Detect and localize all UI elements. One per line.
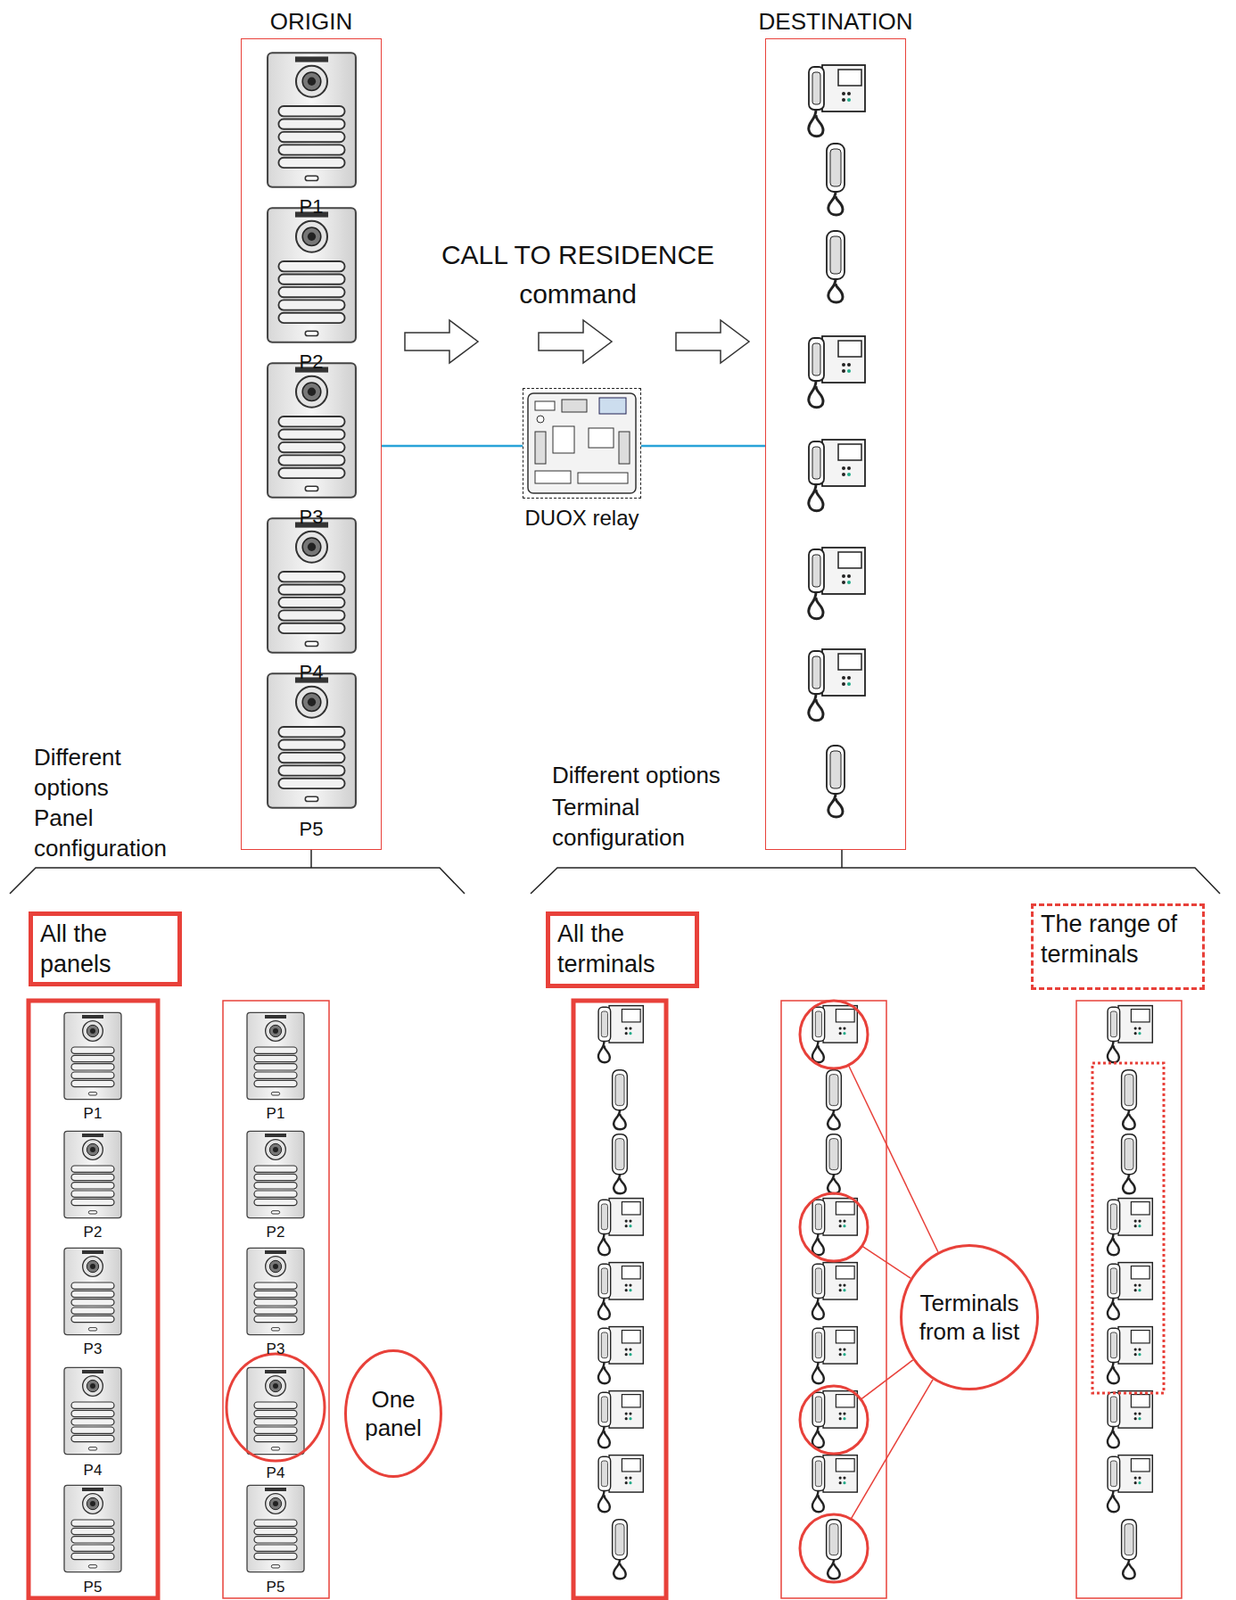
panel-label: P5	[284, 816, 338, 843]
panel-label: P2	[253, 1222, 298, 1243]
relay-illustration	[527, 393, 636, 494]
column-box: ORIGIN	[240, 38, 382, 850]
node-text: All the panels	[40, 919, 171, 981]
panel-label: P4	[70, 1460, 116, 1481]
callout-text: CALL TO RESIDENCE	[390, 237, 766, 272]
panel-label: P1	[70, 1104, 116, 1124]
panel-label: P3	[284, 504, 338, 531]
panel-label: P2	[70, 1222, 116, 1243]
label-circle: One panel	[344, 1349, 443, 1478]
column-frame	[28, 1000, 1182, 1599]
panel-label: P1	[253, 1104, 298, 1124]
column-box: DESTINATION	[765, 38, 907, 850]
panel-label: P4	[253, 1463, 298, 1484]
node-text: One panel	[352, 1384, 435, 1443]
node-text: The range of terminals	[1040, 909, 1195, 971]
note-text: Different options	[33, 741, 168, 803]
column-heading: DESTINATION	[758, 7, 914, 37]
panel-label: P3	[253, 1339, 298, 1360]
label-circle: Terminals from a list	[899, 1244, 1039, 1391]
note-text: Different options	[552, 758, 784, 792]
option-box: All the terminals	[545, 911, 700, 989]
option-box: DUOX relay	[522, 387, 642, 499]
panel-label: P3	[70, 1339, 116, 1360]
node-text: Terminals from a list	[907, 1288, 1031, 1347]
panel-label: P1	[284, 194, 338, 221]
selection-circle	[799, 1000, 939, 1583]
panel-label: P5	[253, 1577, 298, 1598]
arrow-symbol	[404, 320, 750, 363]
panel-label: P4	[284, 659, 338, 686]
node-text: All the terminals	[557, 919, 688, 981]
note-text: Terminal configuration	[552, 791, 744, 853]
option-box: The range of terminals	[1030, 903, 1205, 990]
panel-label: P5	[70, 1577, 116, 1598]
bracket	[9, 849, 1220, 894]
callout-text: command	[444, 276, 712, 312]
node-text: DUOX relay	[524, 504, 639, 532]
note-text: Panel configuration	[33, 802, 226, 864]
option-box: All the panels	[28, 911, 182, 987]
bus-wire	[641, 444, 766, 448]
bus-wire	[381, 444, 523, 448]
panel-label: P2	[284, 349, 338, 376]
column-heading: ORIGIN	[270, 7, 353, 37]
